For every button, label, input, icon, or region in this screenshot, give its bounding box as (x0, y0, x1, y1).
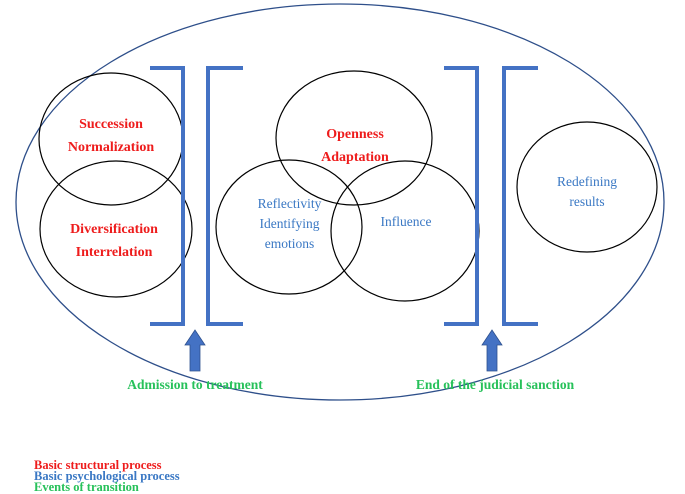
phase2-open-bracket (206, 66, 243, 326)
legend-transition: Events of transition (34, 480, 139, 494)
influence-text: Influence (380, 214, 432, 229)
arrow-up-icon (184, 329, 206, 372)
diversification-label-group: Diversification Interrelation (44, 218, 184, 264)
interrelation-text: Interrelation (75, 245, 153, 260)
redefining-label-group: Redefining results (537, 172, 637, 212)
redefining-results-circle (516, 121, 658, 253)
phase1-close-bracket (150, 66, 185, 326)
openness-text: Openness (326, 127, 384, 142)
diversification-circle (39, 160, 193, 298)
influence-label-group: Influence (356, 212, 456, 232)
reflectivity-label-group: Reflectivity Identifying emotions (232, 194, 347, 254)
phase3-open-bracket (502, 66, 538, 326)
legend-psychological: Basic psychological process (34, 469, 180, 483)
redefining-text: Redefining (557, 174, 617, 189)
emotions-text: emotions (264, 236, 315, 251)
phase2-close-bracket (444, 66, 479, 326)
adaptation-text: Adaptation (321, 150, 389, 165)
succession-text: Succession (79, 117, 143, 132)
legend-structural: Basic structural process (34, 458, 162, 472)
outer-frame-ellipse (15, 3, 665, 401)
identifying-text: Identifying (259, 216, 320, 231)
reflectivity-text: Reflectivity (257, 196, 322, 211)
succession-label-group: Succession Normalization (41, 113, 181, 159)
openness-circle (275, 70, 433, 206)
normalization-text: Normalization (67, 140, 155, 155)
reflectivity-circle (215, 159, 363, 295)
end-of-judicial-sanction-label: End of the judicial sanction (415, 377, 575, 392)
results-text: results (569, 194, 605, 209)
arrow-up-icon (481, 329, 503, 372)
openness-label-group: Openness Adaptation (285, 123, 425, 169)
diversification-text: Diversification (70, 222, 158, 237)
admission-to-treatment-label: Admission to treatment (127, 377, 263, 392)
